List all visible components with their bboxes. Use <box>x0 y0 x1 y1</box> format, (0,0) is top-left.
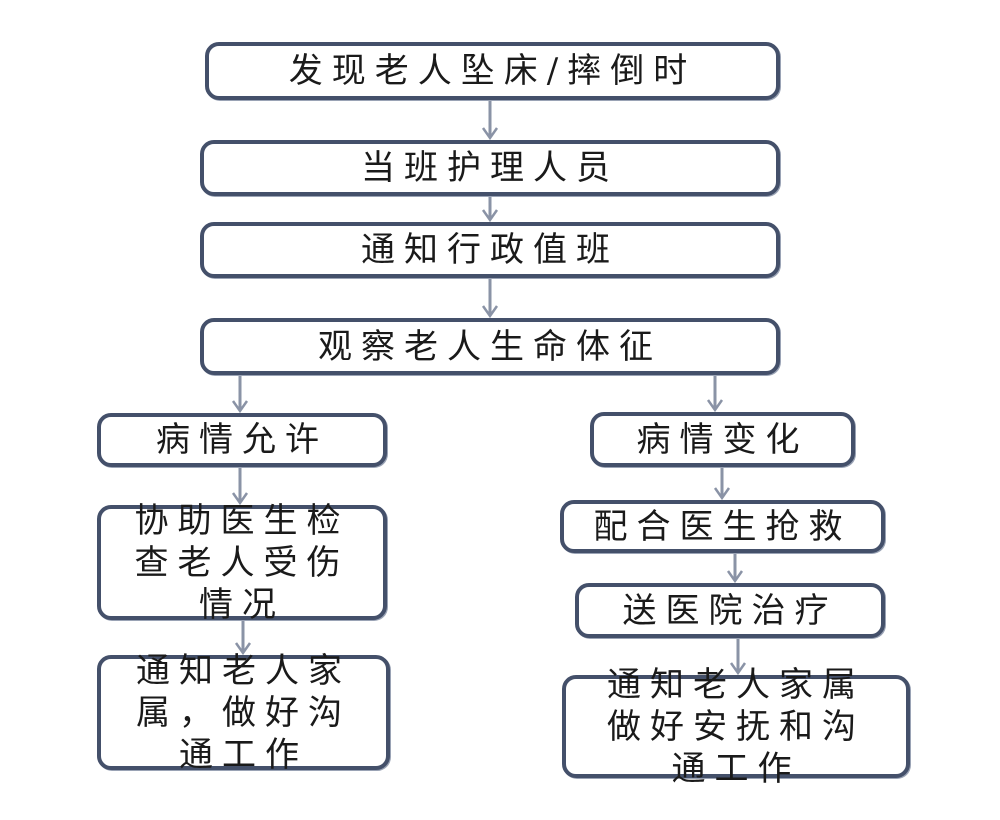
node-assist-exam: 协助医生检查老人受伤情况 <box>97 501 387 625</box>
node-notify-family-left: 通知老人家属，做好沟通工作 <box>97 651 390 775</box>
node-condition-changes: 病情变化 <box>590 412 855 467</box>
arrow-on_duty-to-notify_admin <box>481 196 499 223</box>
node-assist-rescue: 配合医生抢救 <box>560 500 885 553</box>
arrow-to_hospital-to-notify_family_right <box>729 638 747 676</box>
node-observe-vitals: 观察老人生命体征 <box>200 318 780 375</box>
arrow-observe_vitals-to-condition_changes <box>706 375 724 413</box>
node-condition-allows: 病情允许 <box>97 413 387 467</box>
node-notify-family-right: 通知老人家属做好安抚和沟通工作 <box>562 665 910 789</box>
arrow-condition_allows-to-assist_exam <box>231 467 249 506</box>
arrow-discover-to-on_duty <box>481 100 499 141</box>
arrow-assist_rescue-to-to_hospital <box>726 553 744 584</box>
arrow-assist_exam-to-notify_family_left <box>234 620 252 656</box>
node-to-hospital: 送医院治疗 <box>575 583 885 638</box>
arrow-notify_admin-to-observe_vitals <box>481 278 499 319</box>
arrow-observe_vitals-to-condition_allows <box>231 375 249 414</box>
node-discover: 发现老人坠床/摔倒时 <box>205 42 780 100</box>
node-notify-admin: 通知行政值班 <box>200 222 780 278</box>
node-on-duty: 当班护理人员 <box>200 140 780 196</box>
arrow-condition_changes-to-assist_rescue <box>713 467 731 501</box>
